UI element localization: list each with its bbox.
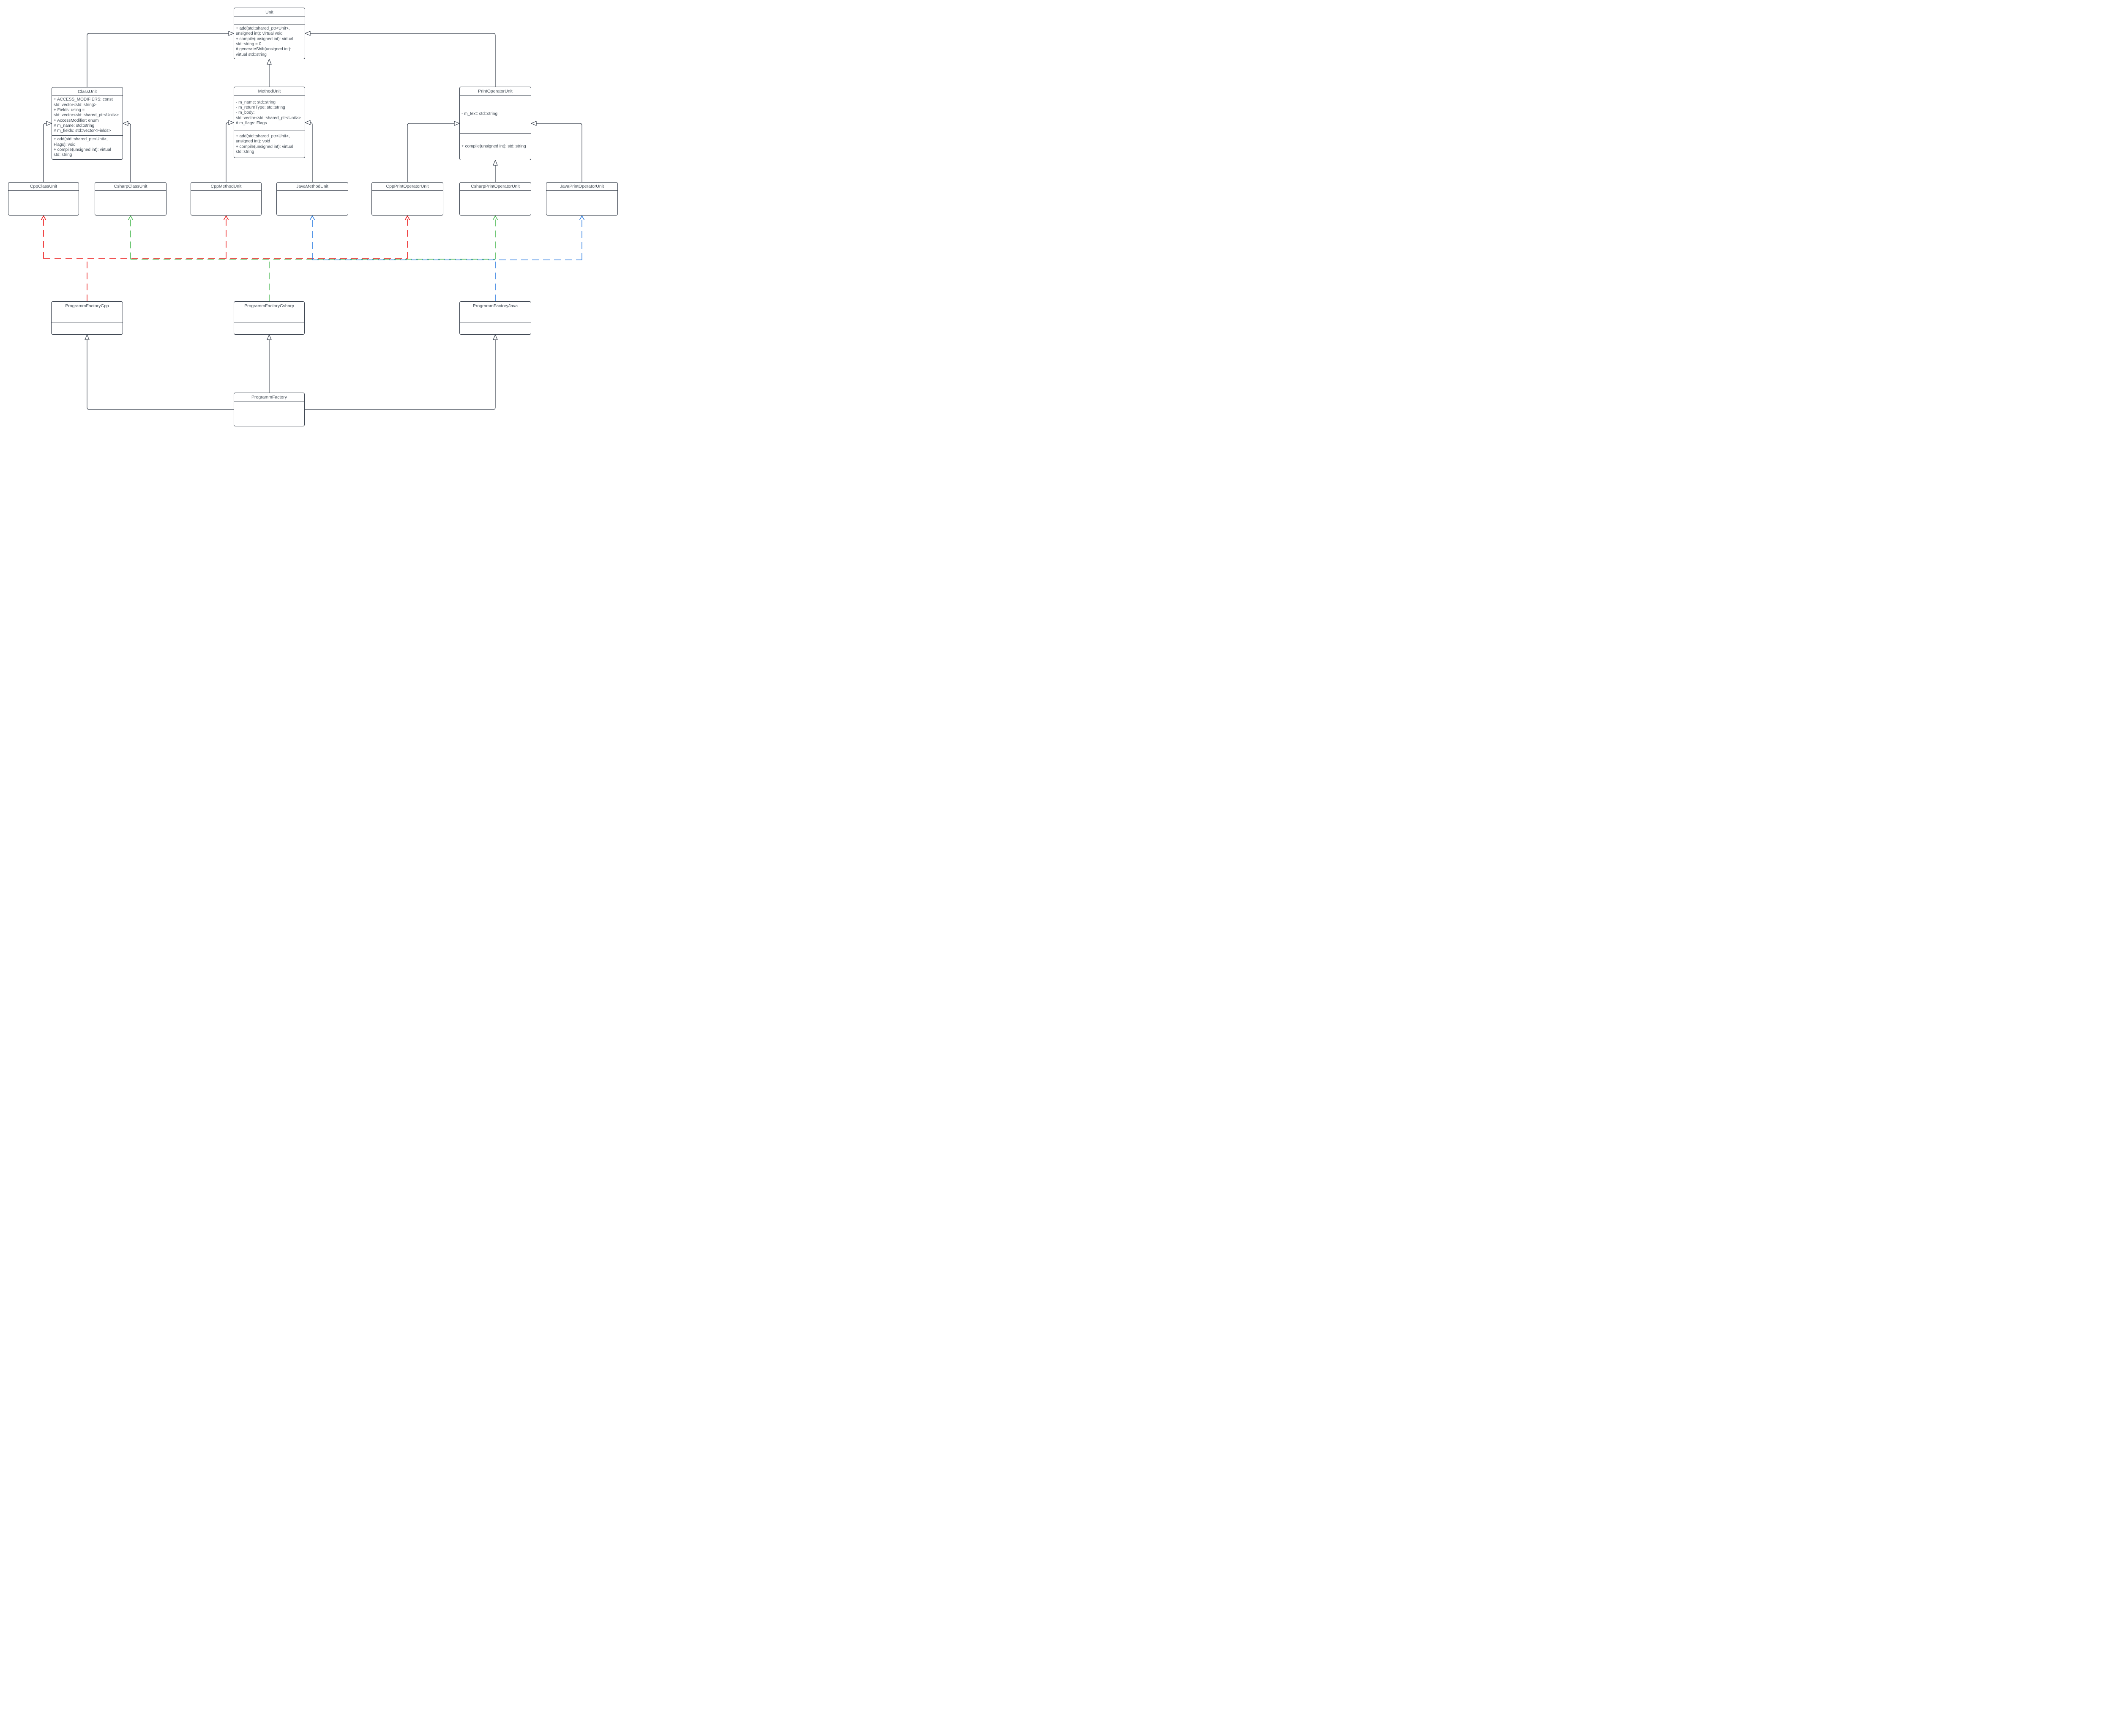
diagram-edges: [0, 0, 626, 410]
edge-cppprintoperatorunit-to-printoperatorunit: [407, 123, 459, 182]
class-title: JavaPrintOperatorUnit: [546, 183, 617, 191]
class-methods: + add(std::shared_ptr<Unit>, unsigned in…: [236, 26, 293, 57]
class-methods: [546, 203, 617, 215]
class-methods: + add(std::shared_ptr<Unit>, Flags): voi…: [54, 137, 111, 158]
uml-class-diagram: Unit + add(std::shared_ptr<Unit>, unsign…: [0, 0, 626, 434]
edge-csharpclassunit-to-classunit: [123, 123, 131, 182]
class-box-programmfactoryjava: ProgrammFactoryJava: [459, 301, 531, 335]
class-attributes: [372, 191, 443, 203]
class-box-csharpclassunit: CsharpClassUnit: [95, 182, 167, 216]
class-methods: [95, 203, 166, 215]
class-attributes: [460, 191, 531, 203]
class-box-cppmethodunit: CppMethodUnit: [191, 182, 262, 216]
class-title: CppClassUnit: [8, 183, 79, 191]
class-methods: [234, 322, 304, 334]
class-title: MethodUnit: [234, 87, 305, 96]
class-methods: [191, 203, 261, 215]
class-box-printoperatorunit: PrintOperatorUnit - m_text: std::string …: [459, 87, 531, 160]
class-attributes: - m_text: std::string: [460, 96, 531, 134]
edge-cppmethodunit-to-methodunit: [226, 123, 234, 182]
class-attributes: [277, 191, 348, 203]
class-title: CppPrintOperatorUnit: [372, 183, 443, 191]
class-methods: [460, 322, 531, 334]
class-methods: [52, 322, 123, 334]
class-methods: + compile(unsigned int): std::string: [461, 144, 526, 149]
class-box-programmfactory: ProgrammFactory: [234, 393, 305, 426]
class-attributes: [460, 310, 531, 322]
class-title: CsharpPrintOperatorUnit: [460, 183, 531, 191]
class-box-unit: Unit + add(std::shared_ptr<Unit>, unsign…: [234, 8, 305, 59]
class-title: CsharpClassUnit: [95, 183, 166, 191]
class-box-programmfactorycpp: ProgrammFactoryCpp: [51, 301, 123, 335]
class-box-cppclassunit: CppClassUnit: [8, 182, 79, 216]
class-attributes: - m_name: std::string - m_returnType: st…: [234, 96, 305, 131]
class-title: JavaMethodUnit: [277, 183, 348, 191]
edge-programmfactory-to-programmfactorycpp: [87, 335, 234, 410]
class-attributes: [234, 310, 304, 322]
class-title: ProgrammFactoryJava: [460, 302, 531, 310]
class-attributes: [546, 191, 617, 203]
class-attributes: [234, 401, 304, 414]
class-title: Unit: [234, 8, 305, 16]
class-title: PrintOperatorUnit: [460, 87, 531, 96]
class-title: ProgrammFactoryCsharp: [234, 302, 304, 310]
class-box-javamethodunit: JavaMethodUnit: [276, 182, 348, 216]
class-title: ClassUnit: [52, 87, 123, 96]
edge-javaprintoperatorunit-to-printoperatorunit: [531, 123, 582, 182]
class-methods: [372, 203, 443, 215]
class-attributes: [8, 191, 79, 203]
class-attributes: + ACCESS_MODIFIERS: const std::vector<st…: [52, 96, 123, 136]
edge-programmfactory-to-programmfactoryjava: [305, 335, 495, 410]
class-methods: + add(std::shared_ptr<Unit>, unsigned in…: [236, 134, 293, 154]
edge-printoperatorunit-to-unit: [305, 33, 496, 87]
class-attributes: [95, 191, 166, 203]
class-attributes: [191, 191, 261, 203]
class-box-cppprintoperatorunit: CppPrintOperatorUnit: [371, 182, 443, 216]
class-title: ProgrammFactoryCpp: [52, 302, 123, 310]
class-title: ProgrammFactory: [234, 393, 304, 401]
edge-cppclassunit-to-classunit: [43, 123, 52, 182]
edge-javamethodunit-to-methodunit: [305, 123, 313, 182]
class-box-programmfactorycsharp: ProgrammFactoryCsharp: [234, 301, 305, 335]
class-methods: [234, 414, 304, 426]
class-box-javaprintoperatorunit: JavaPrintOperatorUnit: [546, 182, 618, 216]
edge-classunit-to-unit: [87, 33, 234, 87]
class-box-classunit: ClassUnit + ACCESS_MODIFIERS: const std:…: [52, 87, 123, 160]
class-attributes: [234, 16, 305, 25]
class-box-methodunit: MethodUnit - m_name: std::string - m_ret…: [234, 87, 305, 158]
class-methods: [8, 203, 79, 215]
class-methods: [277, 203, 348, 215]
class-attributes: [52, 310, 123, 322]
class-methods: [460, 203, 531, 215]
class-box-csharpprintoperatorunit: CsharpPrintOperatorUnit: [459, 182, 531, 216]
class-title: CppMethodUnit: [191, 183, 261, 191]
